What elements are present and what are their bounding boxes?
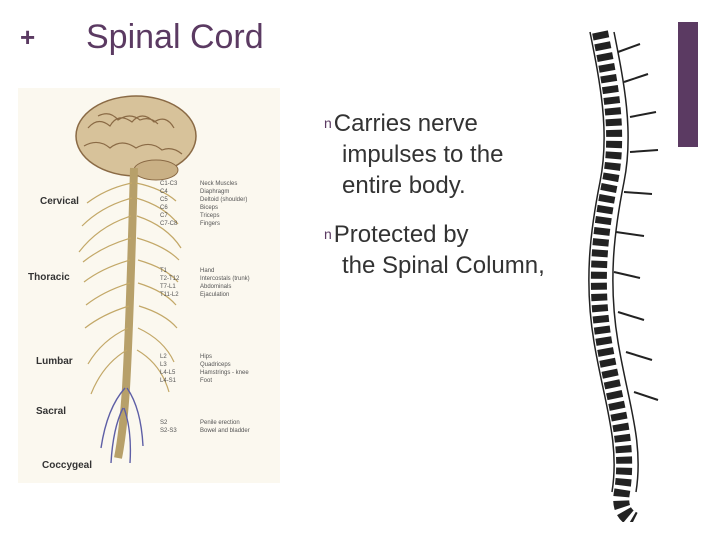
bullet-text: Carries nerve bbox=[333, 110, 478, 137]
bullet-marker-icon: n bbox=[324, 115, 332, 131]
segment-label: T7-L1 bbox=[160, 284, 176, 290]
region-label-lumbar: Lumbar bbox=[36, 356, 73, 367]
bullet-text-continued: the Spinal Column, bbox=[342, 252, 545, 279]
cerebellum-shape bbox=[133, 159, 179, 181]
bullet-text-continued: impulses to the entire body. bbox=[342, 141, 504, 199]
bullet-text: Protected by bbox=[333, 221, 469, 248]
function-label: Hand bbox=[200, 268, 214, 274]
segment-label: L4-L5 bbox=[160, 370, 176, 376]
function-label: Hamstrings - knee bbox=[200, 370, 249, 376]
brain-shape bbox=[75, 95, 197, 177]
thoracic-segment-labels: T1 T2-T12 T7-L1 T11-L2 Hand Intercostals… bbox=[160, 268, 250, 298]
region-label-cervical: Cervical bbox=[40, 196, 79, 207]
vertebrae-column bbox=[590, 30, 638, 522]
segment-label: S2 bbox=[160, 420, 168, 426]
brain-folds bbox=[83, 113, 183, 155]
bullet-item: nProtected by the Spinal Column, bbox=[324, 219, 554, 281]
function-label: Hips bbox=[200, 354, 212, 360]
function-label: Biceps bbox=[200, 205, 218, 211]
bullet-marker-icon: n bbox=[324, 226, 332, 242]
function-label: Bowel and bladder bbox=[200, 428, 250, 434]
function-label: Penile erection bbox=[200, 420, 240, 426]
region-label-coccygeal: Coccygeal bbox=[42, 460, 92, 471]
spinal-column-illustration bbox=[588, 30, 659, 522]
plus-icon: + bbox=[20, 22, 36, 52]
cervical-segment-labels: C1-C3 C4 C5 C6 C7 C7-C8 Neck Muscles Dia… bbox=[160, 181, 247, 227]
function-label: Deltoid (shoulder) bbox=[200, 197, 247, 203]
function-label: Fingers bbox=[200, 221, 220, 227]
region-label-thoracic: Thoracic bbox=[28, 272, 70, 283]
segment-label: C4 bbox=[160, 189, 168, 195]
spinal-cord-line bbox=[114, 167, 138, 459]
segment-label: L3 bbox=[160, 362, 167, 368]
accent-bar bbox=[678, 22, 698, 147]
segment-label: C1-C3 bbox=[160, 181, 178, 187]
function-label: Intercostals (trunk) bbox=[200, 276, 250, 282]
sacral-nerve-branches bbox=[100, 387, 144, 464]
bullet-list: nCarries nerve impulses to the entire bo… bbox=[324, 108, 554, 299]
function-label: Neck Muscles bbox=[200, 181, 237, 187]
brain-spinal-nerves-illustration: Cervical Thoracic Lumbar Sacral Coccygea… bbox=[18, 88, 280, 483]
page-title: Spinal Cord bbox=[86, 18, 264, 56]
bullet-item: nCarries nerve impulses to the entire bo… bbox=[324, 108, 554, 201]
spinous-processes bbox=[613, 43, 659, 401]
segment-label: S2-S3 bbox=[160, 428, 177, 434]
segment-label: T2-T12 bbox=[160, 276, 180, 282]
sacral-segment-labels: S2 S2-S3 Penile erection Bowel and bladd… bbox=[160, 420, 250, 434]
segment-label: T11-L2 bbox=[160, 292, 179, 298]
function-label: Abdominals bbox=[200, 284, 231, 290]
segment-label: L4-S1 bbox=[160, 378, 177, 384]
segment-label: T1 bbox=[160, 268, 168, 274]
segment-label: C7 bbox=[160, 213, 168, 219]
segment-label: C5 bbox=[160, 197, 168, 203]
function-label: Triceps bbox=[200, 213, 219, 219]
function-label: Ejaculation bbox=[200, 292, 229, 298]
nerve-branches bbox=[78, 182, 182, 395]
function-label: Diaphragm bbox=[200, 189, 229, 195]
segment-label: C6 bbox=[160, 205, 168, 211]
segment-label: C7-C8 bbox=[160, 221, 178, 227]
spine-outline-left bbox=[588, 31, 615, 493]
function-label: Quadriceps bbox=[200, 362, 231, 368]
region-label-sacral: Sacral bbox=[36, 406, 66, 417]
function-label: Foot bbox=[200, 378, 212, 384]
spine-outline-right bbox=[612, 31, 639, 493]
lumbar-segment-labels: L2 L3 L4-L5 L4-S1 Hips Quadriceps Hamstr… bbox=[160, 354, 249, 384]
segment-label: L2 bbox=[160, 354, 167, 360]
